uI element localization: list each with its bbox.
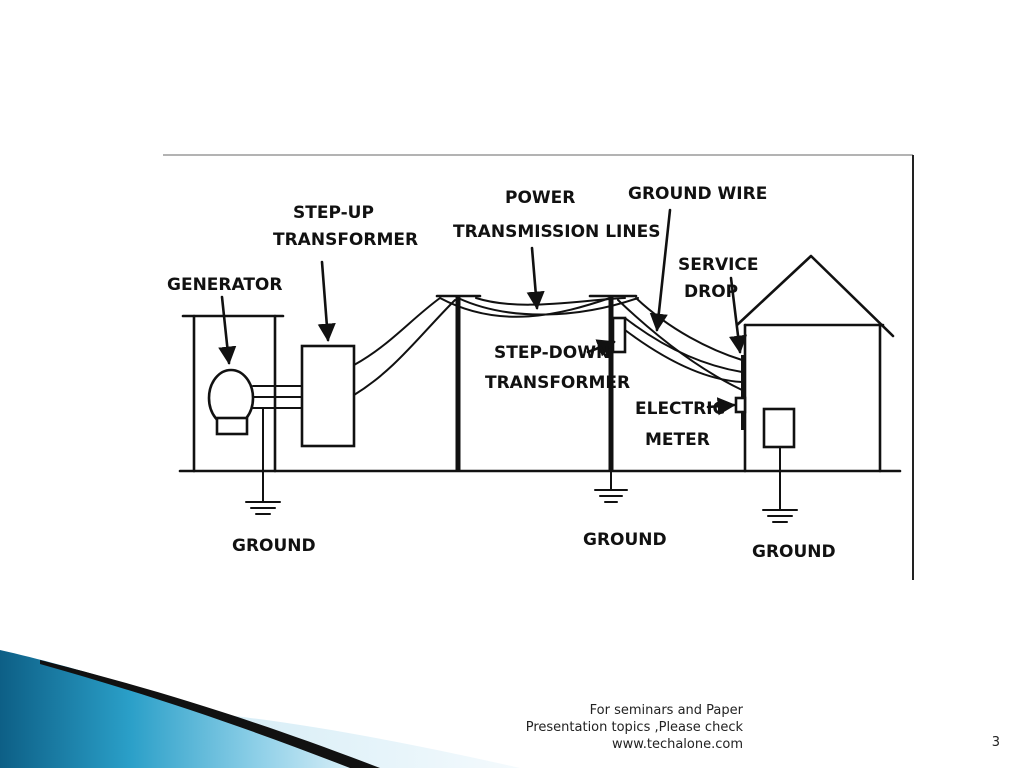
footer-line-3: www.techalone.com xyxy=(612,737,743,752)
footer-note: For seminars and Paper Presentation topi… xyxy=(480,702,743,753)
label-ground-mid: GROUND xyxy=(583,530,667,550)
label-transmission-lines: TRANSMISSION LINES xyxy=(453,222,660,242)
ground-symbol-mid xyxy=(594,470,628,503)
label-ground-right: GROUND xyxy=(752,542,836,562)
label-step-down-transformer: TRANSFORMER xyxy=(485,373,630,393)
label-drop: DROP xyxy=(684,282,738,302)
step-up-transformer xyxy=(300,344,356,448)
transmission-lines-left xyxy=(353,297,456,396)
label-ground-left: GROUND xyxy=(232,536,316,556)
diagram-frame xyxy=(163,154,914,580)
label-generator: GENERATOR xyxy=(167,275,282,295)
slide-number: 3 xyxy=(991,735,1000,750)
label-service: SERVICE xyxy=(678,255,759,275)
footer-line-1: For seminars and Paper xyxy=(589,703,743,718)
label-power: POWER xyxy=(505,188,575,208)
slide-wave-decoration xyxy=(0,650,520,768)
label-arrows xyxy=(218,208,748,416)
label-meter: METER xyxy=(645,430,710,450)
house xyxy=(734,254,895,473)
label-step-up-transformer: TRANSFORMER xyxy=(273,230,418,250)
generator xyxy=(207,368,303,436)
transmission-pole-1 xyxy=(435,294,482,471)
generator-house xyxy=(181,314,285,473)
label-step-down: STEP-DOWN xyxy=(494,343,610,363)
diagram-labels: GENERATOR STEP-UP TRANSFORMER POWER TRAN… xyxy=(167,184,836,562)
footer-line-2: Presentation topics ,Please check xyxy=(525,720,743,735)
label-step-up: STEP-UP xyxy=(293,203,374,223)
transmission-lines-middle xyxy=(439,297,639,318)
transmission-pole-2 xyxy=(588,294,638,471)
ground-symbol-left xyxy=(245,407,281,515)
ground-symbol-right xyxy=(762,446,798,523)
service-drop-lines xyxy=(617,297,743,391)
label-ground-wire: GROUND WIRE xyxy=(628,184,767,204)
label-electric: ELECTRIC xyxy=(635,399,725,419)
